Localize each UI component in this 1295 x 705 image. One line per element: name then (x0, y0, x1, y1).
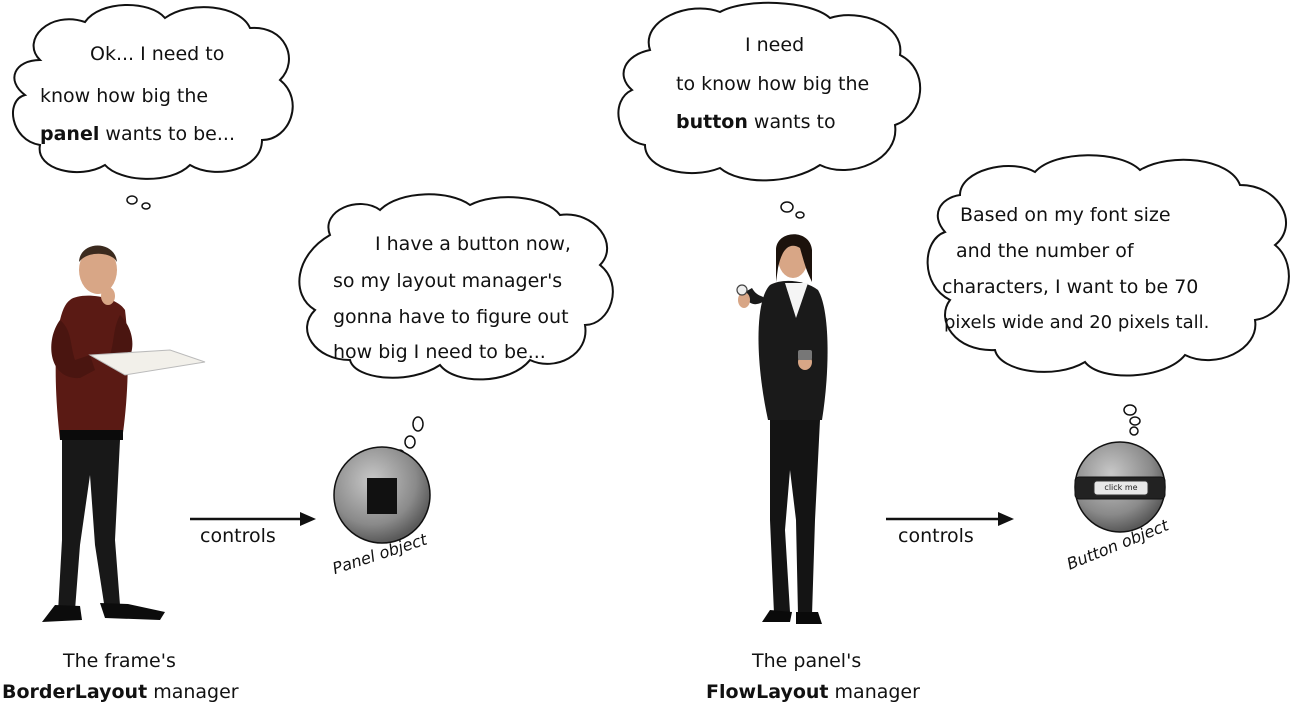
flow-thought-line-3-rest: wants to (748, 111, 836, 133)
panel-thought-line-2: so my layout manager's (333, 272, 562, 291)
flow-thought-line-2: to know how big the (676, 75, 869, 94)
flow-thought-line-1: I need (745, 36, 804, 55)
panel-thought-line-1: I have a button now, (375, 235, 571, 254)
panel-square (367, 478, 397, 514)
arrow-controls-left (190, 512, 316, 526)
button-thought-line-2: and the number of (956, 242, 1134, 261)
man-figure (42, 246, 205, 623)
frame-caption-line-1: The frame's (63, 650, 176, 672)
button-thought-line-4: pixels wide and 20 pixels tall. (944, 314, 1209, 332)
panel-object-sphere (334, 447, 430, 543)
frame-thought-line-3-rest: wants to be... (99, 123, 235, 145)
thought-dots-frame (127, 196, 150, 209)
frame-thought-panel-word: panel (40, 123, 99, 145)
thought-dots-button (1124, 405, 1140, 435)
button-thought-line-3: characters, I want to be 70 (942, 278, 1198, 297)
frame-thought-line-1: Ok... I need to (90, 45, 224, 64)
arrow-controls-right (886, 512, 1014, 526)
frame-thought-line-2: know how big the (40, 87, 208, 106)
controls-label-right: controls (898, 525, 974, 547)
panel-thought-line-4: how big I need to be... (333, 343, 546, 362)
flowlayout-word: FlowLayout (706, 681, 829, 703)
frame-thought-line-3: panel wants to be... (40, 125, 235, 144)
panel-thought-line-3: gonna have to figure out (333, 308, 569, 327)
panel-caption-rest: manager (829, 681, 920, 703)
controls-label-left: controls (200, 525, 276, 547)
flow-thought-line-3: button wants to (676, 113, 836, 132)
panel-caption-line-2: FlowLayout manager (706, 681, 920, 703)
frame-caption-line-2: BorderLayout manager (2, 681, 239, 703)
flow-thought-button-word: button (676, 111, 748, 133)
frame-caption-rest: manager (147, 681, 238, 703)
button-thought-line-1: Based on my font size (960, 206, 1171, 225)
woman-figure (737, 234, 828, 624)
borderlayout-word: BorderLayout (2, 681, 147, 703)
thought-dots-panel-manager (781, 202, 804, 218)
panel-caption-line-1: The panel's (752, 650, 861, 672)
button-face-text: click me (1097, 481, 1145, 495)
thought-cloud-button (928, 155, 1289, 375)
